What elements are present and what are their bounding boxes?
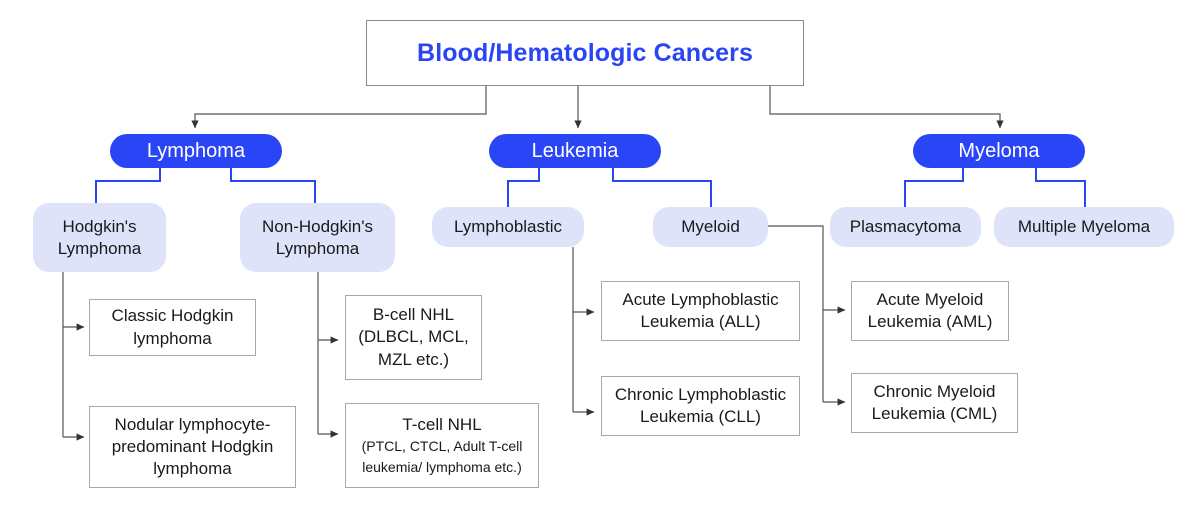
subtype-line-2: Lymphoma	[57, 238, 142, 258]
connector-lymphoblastic-branches	[572, 247, 595, 416]
leaf-title: Acute Lymphoblastic Leukemia (ALL)	[622, 289, 779, 331]
subtype-label-lymphoblastic: Lymphoblastic	[453, 217, 563, 237]
root-label: Blood/Hematologic Cancers	[417, 38, 753, 67]
subtype-node-hodgkins-lymphoma[interactable]: Hodgkin's Lymphoma	[33, 203, 166, 272]
leaf-node-nodular-lymphocyte-predominant-hodgkin-lymphoma[interactable]: Nodular lymphocyte-predominant Hodgkin l…	[89, 406, 296, 488]
leaf-title: Acute Myeloid Leukemia (AML)	[867, 289, 993, 331]
subtype-label-multiple-myeloma: Multiple Myeloma	[1017, 217, 1151, 237]
leaf-title: T-cell NHL	[402, 415, 482, 435]
leaf-title: Classic Hodgkin lymphoma	[111, 306, 234, 348]
subtype-label-myeloid: Myeloid	[681, 217, 740, 237]
connector-myeloma-bracket	[904, 168, 1086, 207]
leaf-node-b-cell-nhl[interactable]: B-cell NHL (DLBCL, MCL, MZL etc.)	[345, 295, 482, 380]
leaf-node-chronic-myeloid-leukemia[interactable]: Chronic Myeloid Leukemia (CML)	[851, 373, 1018, 433]
subtype-label-non-hodgkins-lymphoma: Non-Hodgkin's Lymphoma	[248, 216, 387, 260]
connector-root-to-myeloma	[769, 86, 1004, 129]
connector-hodgkins-branches	[62, 272, 85, 441]
category-label-lymphoma: Lymphoma	[146, 139, 246, 162]
category-node-lymphoma[interactable]: Lymphoma	[110, 134, 282, 168]
subtype-node-lymphoblastic[interactable]: Lymphoblastic	[432, 207, 584, 247]
connector-lymphoma-bracket	[95, 168, 316, 203]
subtype-line-1: Hodgkin's	[62, 216, 137, 236]
leaf-content: T-cell NHL (PTCL, CTCL, Adult T-cell leu…	[352, 414, 532, 477]
subtype-node-non-hodgkins-lymphoma[interactable]: Non-Hodgkin's Lymphoma	[240, 203, 395, 272]
leaf-node-t-cell-nhl[interactable]: T-cell NHL (PTCL, CTCL, Adult T-cell leu…	[345, 403, 539, 488]
category-node-leukemia[interactable]: Leukemia	[489, 134, 661, 168]
connector-non-hodgkins-branches	[317, 272, 339, 438]
connector-leukemia-bracket	[507, 168, 712, 207]
category-node-myeloma[interactable]: Myeloma	[913, 134, 1085, 168]
leaf-title: Chronic Myeloid Leukemia (CML)	[871, 381, 998, 423]
subtype-label-plasmacytoma: Plasmacytoma	[849, 217, 962, 237]
connector-root-to-lymphoma	[191, 86, 487, 129]
category-label-leukemia: Leukemia	[531, 139, 619, 162]
leaf-subtitle: (PTCL, CTCL, Adult T-cell leukemia/ lymp…	[361, 438, 523, 475]
leaf-node-acute-myeloid-leukemia[interactable]: Acute Myeloid Leukemia (AML)	[851, 281, 1009, 341]
root-node-blood-hematologic-cancers[interactable]: Blood/Hematologic Cancers	[366, 20, 804, 86]
subtype-node-plasmacytoma[interactable]: Plasmacytoma	[830, 207, 981, 247]
leaf-node-chronic-lymphoblastic-leukemia[interactable]: Chronic Lymphoblastic Leukemia (CLL)	[601, 376, 800, 436]
subtype-line-2: Lymphoma	[275, 238, 360, 258]
subtype-line-1: Non-Hodgkin's	[262, 216, 373, 236]
leaf-node-acute-lymphoblastic-leukemia[interactable]: Acute Lymphoblastic Leukemia (ALL)	[601, 281, 800, 341]
subtype-node-multiple-myeloma[interactable]: Multiple Myeloma	[994, 207, 1174, 247]
subtype-label-hodgkins-lymphoma: Hodgkin's Lymphoma	[41, 216, 158, 260]
leaf-node-classic-hodgkin-lymphoma[interactable]: Classic Hodgkin lymphoma	[89, 299, 256, 356]
leaf-title: Chronic Lymphoblastic Leukemia (CLL)	[614, 384, 787, 426]
category-label-myeloma: Myeloma	[958, 139, 1040, 162]
leaf-title: B-cell NHL (DLBCL, MCL, MZL etc.)	[358, 305, 469, 369]
leaf-title: Nodular lymphocyte-predominant Hodgkin l…	[111, 414, 274, 479]
subtype-node-myeloid[interactable]: Myeloid	[653, 207, 768, 247]
